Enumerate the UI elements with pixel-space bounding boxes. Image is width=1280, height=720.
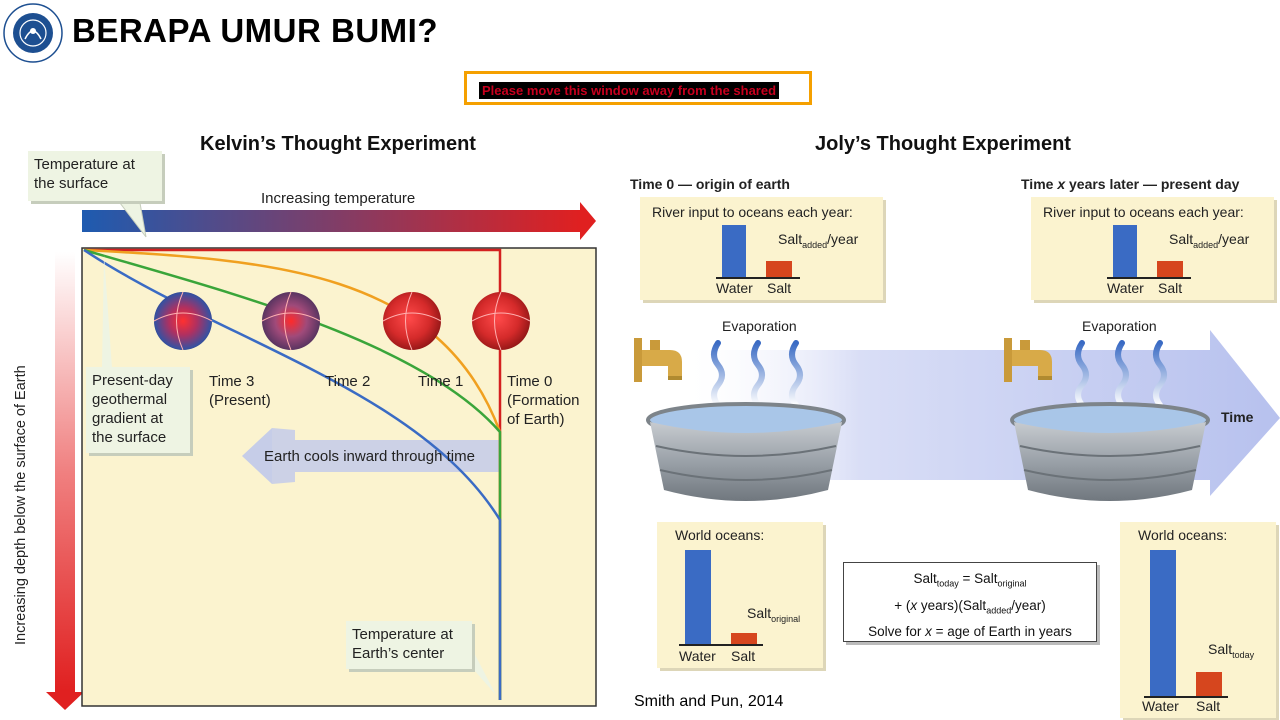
salt-today-bar xyxy=(1196,672,1222,696)
share-warning-banner[interactable]: Please move this window away from the sh… xyxy=(464,71,812,105)
share-warning-text: Please move this window away from the sh… xyxy=(479,82,780,99)
salt-added-bar xyxy=(766,261,792,277)
geothermal-gradient-callout: Present-day geothermal gradient at the s… xyxy=(86,367,190,453)
river-input-title: River input to oceans each year: xyxy=(1043,204,1244,220)
world-oceans-box-left: World oceans: Water Salt Saltoriginal xyxy=(657,522,823,668)
joly-illustration xyxy=(634,330,1280,501)
salt-label: Salt xyxy=(731,648,756,664)
water-bar xyxy=(722,225,746,277)
surface-temperature-callout: Temperature at the surface xyxy=(28,151,162,201)
steam-right-icon xyxy=(1075,340,1167,408)
salt-original-label: Saltoriginal xyxy=(747,605,801,624)
curve-time1 xyxy=(83,248,502,700)
equation-line-1: Salttoday = Saltoriginal xyxy=(913,571,1027,589)
kelvin-title: Kelvin’s Thought Experiment xyxy=(200,133,476,155)
salt-added-label: Saltadded/year xyxy=(778,231,859,250)
joly-title: Joly’s Thought Experiment xyxy=(815,133,1071,155)
depth-axis-label: Increasing depth below the surface of Ea… xyxy=(13,365,29,645)
joly-right-caption: Time x years later — present day xyxy=(1021,176,1240,192)
globe-time1-icon xyxy=(382,291,442,351)
curve-time3 xyxy=(83,248,502,700)
evaporation-label-right: Evaporation xyxy=(1082,318,1157,334)
salt-today-label: Salttoday xyxy=(1208,641,1255,660)
salt-original-bar xyxy=(731,633,757,644)
water-bar xyxy=(1113,225,1137,277)
tub-left-icon xyxy=(646,402,846,501)
globe-time3-icon xyxy=(153,291,213,351)
salt-label: Salt xyxy=(1196,698,1221,714)
river-input-box-left: River input to oceans each year: Water S… xyxy=(640,197,883,300)
water-label: Water xyxy=(1142,698,1179,714)
water-label: Water xyxy=(679,648,716,664)
steam-left-icon xyxy=(711,340,803,408)
kelvin-diagram xyxy=(46,202,597,710)
globe-time0-icon xyxy=(471,291,531,351)
ocean-water-bar xyxy=(685,550,711,644)
tub-right-icon xyxy=(1010,402,1210,501)
faucet-right-icon xyxy=(1004,338,1052,382)
source-credit: Smith and Pun, 2014 xyxy=(634,693,784,710)
slide-title: BERAPA UMUR BUMI? xyxy=(72,12,438,49)
time2-label: Time 2 xyxy=(325,373,371,390)
river-input-box-right: River input to oceans each year: Water S… xyxy=(1031,197,1274,300)
world-oceans-label: World oceans: xyxy=(675,527,765,543)
salt-added-bar xyxy=(1157,261,1183,277)
salt-added-label: Saltadded/year xyxy=(1169,231,1250,250)
salt-label: Salt xyxy=(767,280,792,296)
equation-line-3: Solve for x = age of Earth in years xyxy=(868,624,1072,640)
globe-time2-icon xyxy=(261,291,321,351)
time-arrow-label: Time xyxy=(1221,409,1254,425)
ocean-water-bar xyxy=(1150,550,1176,696)
joly-left-caption: Time 0 — origin of earth xyxy=(630,176,790,192)
salt-label: Salt xyxy=(1158,280,1183,296)
equation-box: Salttoday = Saltoriginal + (x years)(Sal… xyxy=(843,562,1097,642)
time0-label: Time 0 (Formation of Earth) xyxy=(507,373,580,428)
itb-logo xyxy=(3,3,63,63)
water-label: Water xyxy=(716,280,753,296)
world-oceans-label: World oceans: xyxy=(1138,527,1228,543)
cools-inward-label: Earth cools inward through time xyxy=(264,448,475,465)
evaporation-label-left: Evaporation xyxy=(722,318,797,334)
equation-line-2: + (x years)(Saltadded/year) xyxy=(894,597,1046,616)
temperature-axis-label: Increasing temperature xyxy=(261,190,416,207)
water-label: Water xyxy=(1107,280,1144,296)
world-oceans-box-right: World oceans: Water Salt Salttoday xyxy=(1120,522,1276,718)
river-input-title: River input to oceans each year: xyxy=(652,204,853,220)
center-temperature-callout: Temperature at Earth’s center xyxy=(346,621,472,669)
faucet-left-icon xyxy=(634,338,682,382)
time3-label: Time 3 (Present) xyxy=(209,373,271,409)
time1-label: Time 1 xyxy=(418,373,464,390)
